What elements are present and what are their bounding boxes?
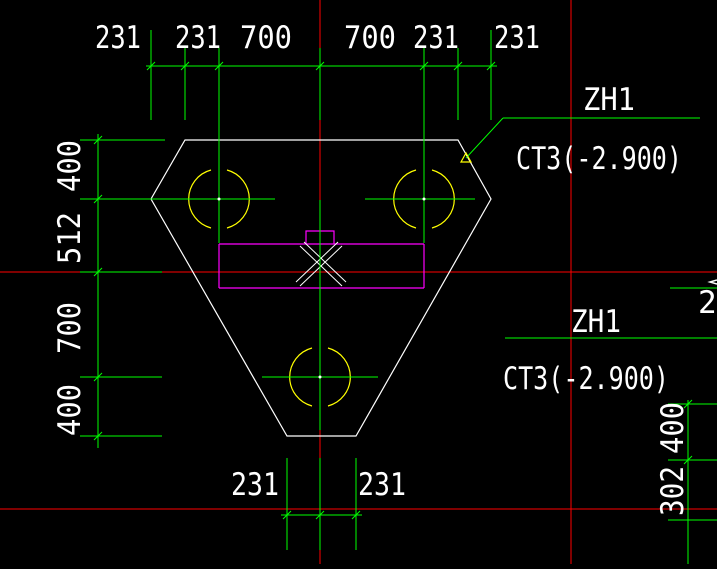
- left-dim-label: 400: [52, 140, 88, 192]
- beam-outline: [218, 230, 425, 289]
- left-dim-label: 512: [52, 212, 88, 264]
- left-dim-label: 400: [52, 384, 88, 436]
- top-dim-label: 700: [240, 20, 292, 56]
- right-dim-label: 400: [655, 402, 691, 454]
- top-dim-label: 700: [344, 20, 396, 56]
- cap-name-2: ZH1: [571, 304, 621, 340]
- bottom-dimension-labels: 231 231: [231, 467, 406, 503]
- right-dimension-labels: 400 302: [655, 402, 691, 516]
- cap-spec-2: CT3(-2.900): [503, 361, 669, 397]
- leader-marker-icon: [459, 151, 473, 163]
- top-dim-label: 231: [175, 20, 221, 56]
- top-dim-label: 231: [494, 20, 540, 56]
- left-dimension-chain: [80, 134, 165, 448]
- top-dim-label: 231: [95, 20, 141, 56]
- left-dimension-labels: 400 512 700 400: [52, 140, 88, 436]
- cap-label-leader: [465, 117, 700, 159]
- right-edge-fragment: 2: [698, 285, 717, 321]
- center-lines: [96, 62, 475, 430]
- bottom-dim-label: 231: [358, 467, 406, 503]
- bottom-dim-label: 231: [231, 467, 279, 503]
- left-dim-label: 700: [52, 302, 88, 354]
- right-partial-drawing: [668, 287, 717, 564]
- top-dim-label: 231: [413, 20, 459, 56]
- cap-name: ZH1: [583, 82, 635, 118]
- top-dimension-labels: 231 231 700 700 231 231: [95, 20, 540, 56]
- column-cross: [295, 241, 347, 287]
- bottom-dimension-chain: [281, 458, 362, 550]
- top-dimension-chain: [146, 30, 497, 120]
- cap-spec: CT3(-2.900): [516, 141, 682, 177]
- right-dim-label: 302: [655, 466, 691, 516]
- right-arc-fragment: [707, 279, 717, 285]
